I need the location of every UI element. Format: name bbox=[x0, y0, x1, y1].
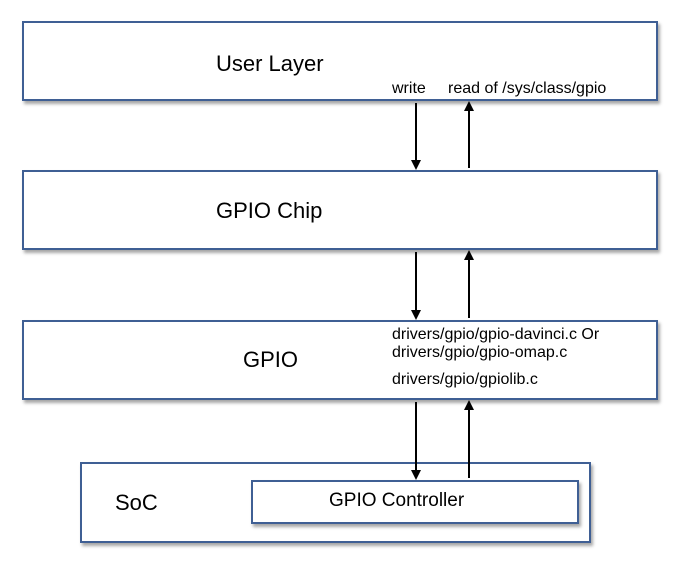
soc-title: SoC bbox=[115, 490, 158, 515]
gpio-controller-title: GPIO Controller bbox=[329, 490, 465, 511]
gpio-controller-box bbox=[251, 480, 579, 524]
user-layer-box bbox=[22, 21, 658, 101]
driver-file-davinci: drivers/gpio/gpio-davinci.c Or bbox=[392, 326, 600, 343]
user-layer-title: User Layer bbox=[216, 51, 324, 76]
driver-file-gpiolib: drivers/gpio/gpiolib.c bbox=[392, 371, 538, 388]
write-label: write bbox=[392, 80, 426, 97]
gpio-chip-title: GPIO Chip bbox=[216, 198, 323, 223]
read-label: read of /sys/class/gpio bbox=[448, 80, 607, 97]
gpio-box bbox=[22, 320, 658, 400]
gpio-title: GPIO bbox=[243, 347, 299, 372]
driver-file-omap: drivers/gpio/gpio-omap.c bbox=[392, 344, 568, 361]
gpio-chip-box bbox=[22, 170, 658, 250]
